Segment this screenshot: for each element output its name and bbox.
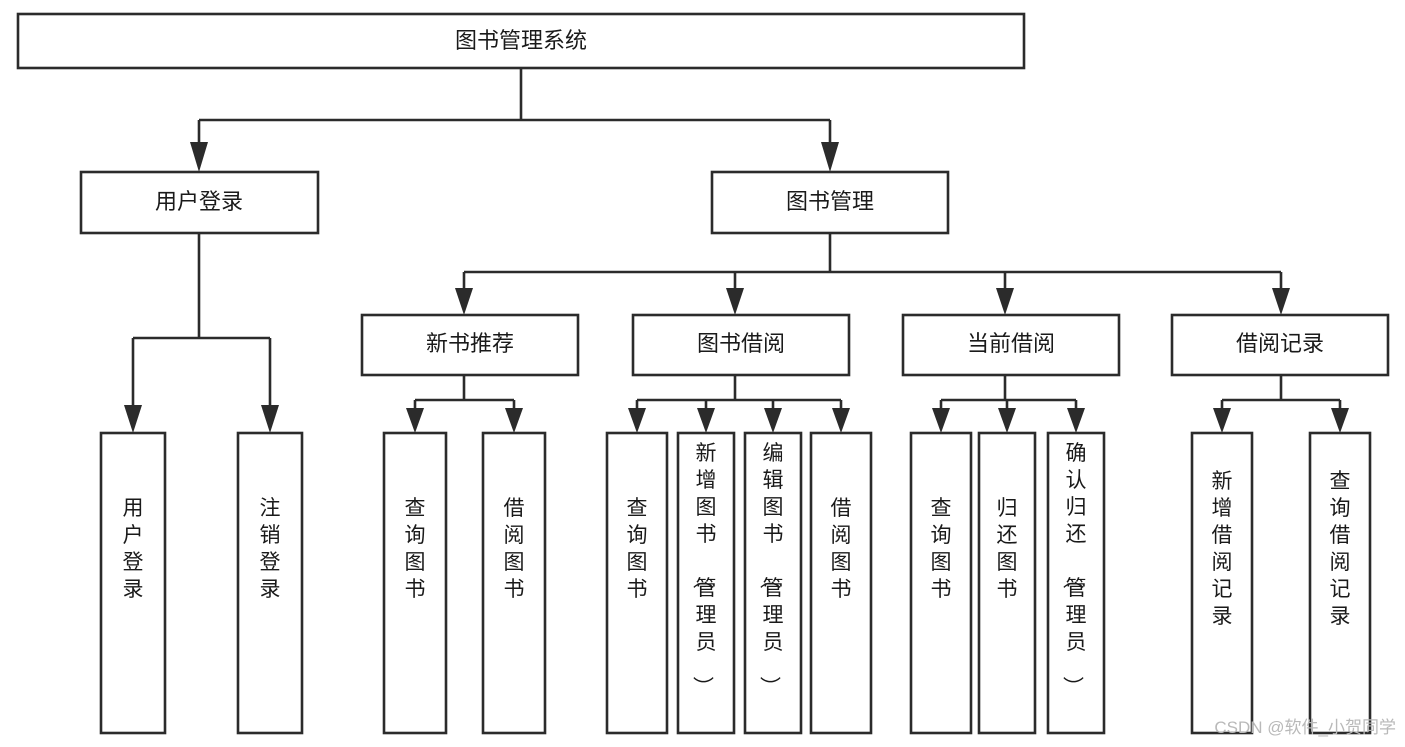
node-leaf-logout-box[interactable]: [236, 431, 304, 735]
csdn-watermark: CSDN @软件_小贺同学: [1214, 718, 1396, 737]
connector-group-book-borrow: [628, 375, 850, 433]
node-leaf-confirm-return-box[interactable]: [1046, 431, 1106, 735]
connector-group-user-login: [124, 233, 279, 433]
arrow-head-user-login: [190, 142, 208, 172]
node-book-borrow-box[interactable]: [631, 313, 851, 377]
node-leaf-borrow-book-2-label: 借阅图书: [831, 497, 852, 601]
node-book-manage[interactable]: 图书管理: [710, 170, 950, 235]
node-borrow-record-box[interactable]: [1170, 313, 1390, 377]
node-leaf-user-login[interactable]: 用户登录: [99, 431, 167, 735]
node-leaf-borrow-book-1-label: 借阅图书: [504, 497, 525, 601]
node-leaf-add-book-box[interactable]: [676, 431, 736, 735]
node-book-manage-box[interactable]: [710, 170, 950, 235]
node-book-borrow-label: 图书借阅: [697, 331, 785, 356]
arrow-head-leaf-query-record: [1331, 408, 1349, 433]
node-user-login-box[interactable]: [79, 170, 320, 235]
arrow-head-leaf-logout: [261, 405, 279, 433]
arrow-head-leaf-return-book: [998, 408, 1016, 433]
arrow-head-leaf-add-book: [697, 408, 715, 433]
node-leaf-user-login-box[interactable]: [99, 431, 167, 735]
arrow-head-leaf-add-record: [1213, 408, 1231, 433]
arrow-head-leaf-confirm-return: [1067, 408, 1085, 433]
arrow-head-book-borrow: [726, 288, 744, 315]
arrow-head-new-book-rec: [455, 288, 473, 315]
arrow-head-leaf-user-login: [124, 405, 142, 433]
connector-group-book-manage: [455, 233, 1290, 315]
node-leaf-query-record-label: 查询借阅记录: [1330, 470, 1351, 628]
arrow-head-leaf-edit-book: [764, 408, 782, 433]
node-book-manage-label: 图书管理: [786, 189, 874, 214]
arrow-head-book-manage: [821, 142, 839, 172]
arrow-head-borrow-record: [1272, 288, 1290, 315]
connector-group-borrow-record: [1213, 375, 1349, 433]
node-leaf-query-book-2-label: 查询图书: [627, 497, 648, 601]
arrow-head-leaf-borrow-book-2: [832, 408, 850, 433]
node-leaf-add-record[interactable]: 新增借阅记录: [1190, 431, 1254, 735]
node-new-book-rec[interactable]: 新书推荐: [360, 313, 580, 377]
node-leaf-add-record-label: 新增借阅记录: [1212, 470, 1233, 628]
node-leaf-query-book-1-label: 查询图书: [405, 497, 426, 601]
node-leaf-query-book-1-box[interactable]: [382, 431, 448, 735]
node-borrow-record[interactable]: 借阅记录: [1170, 313, 1390, 377]
node-current-borrow[interactable]: 当前借阅: [901, 313, 1121, 377]
node-leaf-edit-book-box[interactable]: [743, 431, 803, 735]
node-user-login[interactable]: 用户登录: [79, 170, 320, 235]
node-new-book-rec-label: 新书推荐: [426, 331, 514, 356]
node-leaf-confirm-return-label: 确认归还（管理员）: [1061, 442, 1087, 697]
connector-group-root: [190, 68, 839, 172]
node-leaf-logout[interactable]: 注销登录: [236, 431, 304, 735]
node-leaf-return-book-label: 归还图书: [997, 497, 1018, 601]
node-leaf-edit-book[interactable]: 编辑图书（管理员）: [743, 431, 803, 735]
node-leaf-borrow-book-1[interactable]: 借阅图书: [481, 431, 547, 735]
node-leaf-borrow-book-1-box[interactable]: [481, 431, 547, 735]
node-current-borrow-box[interactable]: [901, 313, 1121, 377]
arrow-head-leaf-query-book-3: [932, 408, 950, 433]
node-root[interactable]: 图书管理系统: [16, 12, 1026, 70]
node-leaf-query-book-2-box[interactable]: [605, 431, 669, 735]
node-leaf-query-record[interactable]: 查询借阅记录: [1308, 431, 1372, 735]
node-leaf-add-book[interactable]: 新增图书（管理员）: [676, 431, 736, 735]
node-leaf-return-book[interactable]: 归还图书: [977, 431, 1037, 735]
node-leaf-edit-book-label: 编辑图书（管理员）: [758, 442, 784, 697]
node-leaf-add-book-label: 新增图书（管理员）: [691, 442, 717, 697]
node-book-borrow[interactable]: 图书借阅: [631, 313, 851, 377]
node-leaf-query-book-3-label: 查询图书: [931, 497, 952, 601]
arrow-head-leaf-borrow-book-1: [505, 408, 523, 433]
connector-group-current-borrow: [932, 375, 1085, 433]
arrow-head-leaf-query-book-1: [406, 408, 424, 433]
node-user-login-label: 用户登录: [155, 189, 243, 214]
arrow-head-current-borrow: [996, 288, 1014, 315]
node-leaf-return-book-box[interactable]: [977, 431, 1037, 735]
node-leaf-query-book-1[interactable]: 查询图书: [382, 431, 448, 735]
node-leaf-logout-label: 注销登录: [260, 497, 281, 601]
node-root-box[interactable]: [16, 12, 1026, 70]
node-leaf-user-login-label: 用户登录: [123, 497, 144, 601]
node-root-label: 图书管理系统: [455, 28, 587, 53]
node-new-book-rec-box[interactable]: [360, 313, 580, 377]
node-leaf-add-record-box[interactable]: [1190, 431, 1254, 735]
node-leaf-query-record-box[interactable]: [1308, 431, 1372, 735]
node-leaf-confirm-return[interactable]: 确认归还（管理员）: [1046, 431, 1106, 735]
node-leaf-query-book-3[interactable]: 查询图书: [909, 431, 973, 735]
node-leaf-query-book-2[interactable]: 查询图书: [605, 431, 669, 735]
node-current-borrow-label: 当前借阅: [967, 331, 1055, 356]
node-leaf-query-book-3-box[interactable]: [909, 431, 973, 735]
node-borrow-record-label: 借阅记录: [1236, 331, 1324, 356]
connector-group-new-book-rec: [406, 375, 523, 433]
node-leaf-borrow-book-2-box[interactable]: [809, 431, 873, 735]
arrow-head-leaf-query-book-2: [628, 408, 646, 433]
node-leaf-borrow-book-2[interactable]: 借阅图书: [809, 431, 873, 735]
